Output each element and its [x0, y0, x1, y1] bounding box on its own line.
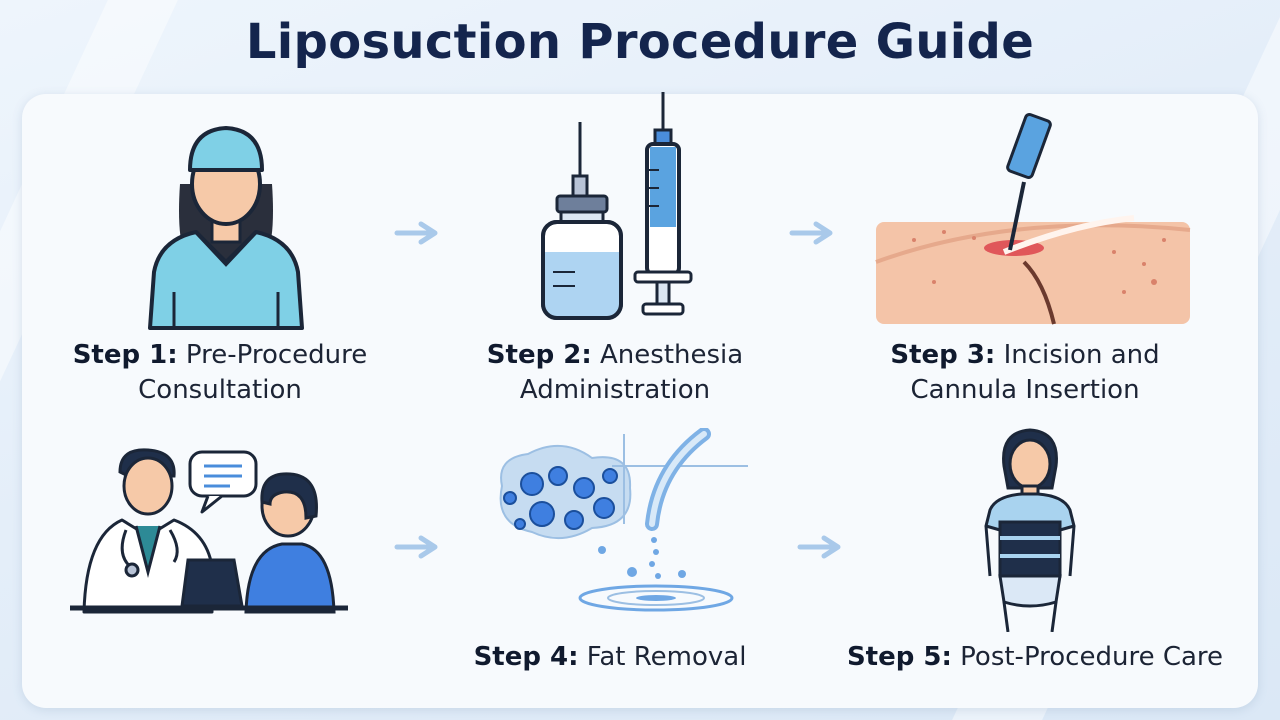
step-4-caption: Step 4: Fat Removal: [440, 640, 780, 675]
arrow-right-icon: [394, 221, 438, 245]
step-text: Anesthesia: [600, 340, 744, 370]
step-text: Fat Removal: [586, 642, 747, 672]
step-text: Administration: [519, 375, 711, 405]
consultation-illustration: [70, 448, 348, 614]
arrow-right-icon: [797, 535, 841, 559]
compression-garment-illustration: [984, 428, 1076, 632]
step-text: Incision and: [1003, 340, 1160, 370]
step-text: Post-Procedure Care: [960, 642, 1224, 672]
step-label: Step 4:: [473, 642, 579, 672]
fat-removal-illustration: [499, 428, 748, 612]
arrow-right-icon: [789, 221, 833, 245]
vial-syringe-illustration: [541, 92, 693, 320]
step-text: Cannula Insertion: [910, 375, 1140, 405]
nurse-illustration: [148, 126, 304, 330]
step-3-caption: Step 3: Incision and Cannula Insertion: [850, 338, 1200, 408]
step-label: Step 2:: [486, 340, 592, 370]
step-label: Step 1:: [72, 340, 178, 370]
step-5-caption: Step 5: Post-Procedure Care: [830, 640, 1240, 675]
incision-illustration: [875, 112, 1191, 325]
step-label: Step 5:: [846, 642, 952, 672]
step-text: Pre-Procedure: [185, 340, 368, 370]
step-text: Consultation: [138, 375, 302, 405]
step-label: Step 3:: [890, 340, 996, 370]
step-1-caption: Step 1: Pre-Procedure Consultation: [40, 338, 400, 408]
arrow-right-icon: [394, 535, 438, 559]
page-title: Liposuction Procedure Guide: [245, 14, 1035, 70]
step-2-caption: Step 2: Anesthesia Administration: [450, 338, 780, 408]
